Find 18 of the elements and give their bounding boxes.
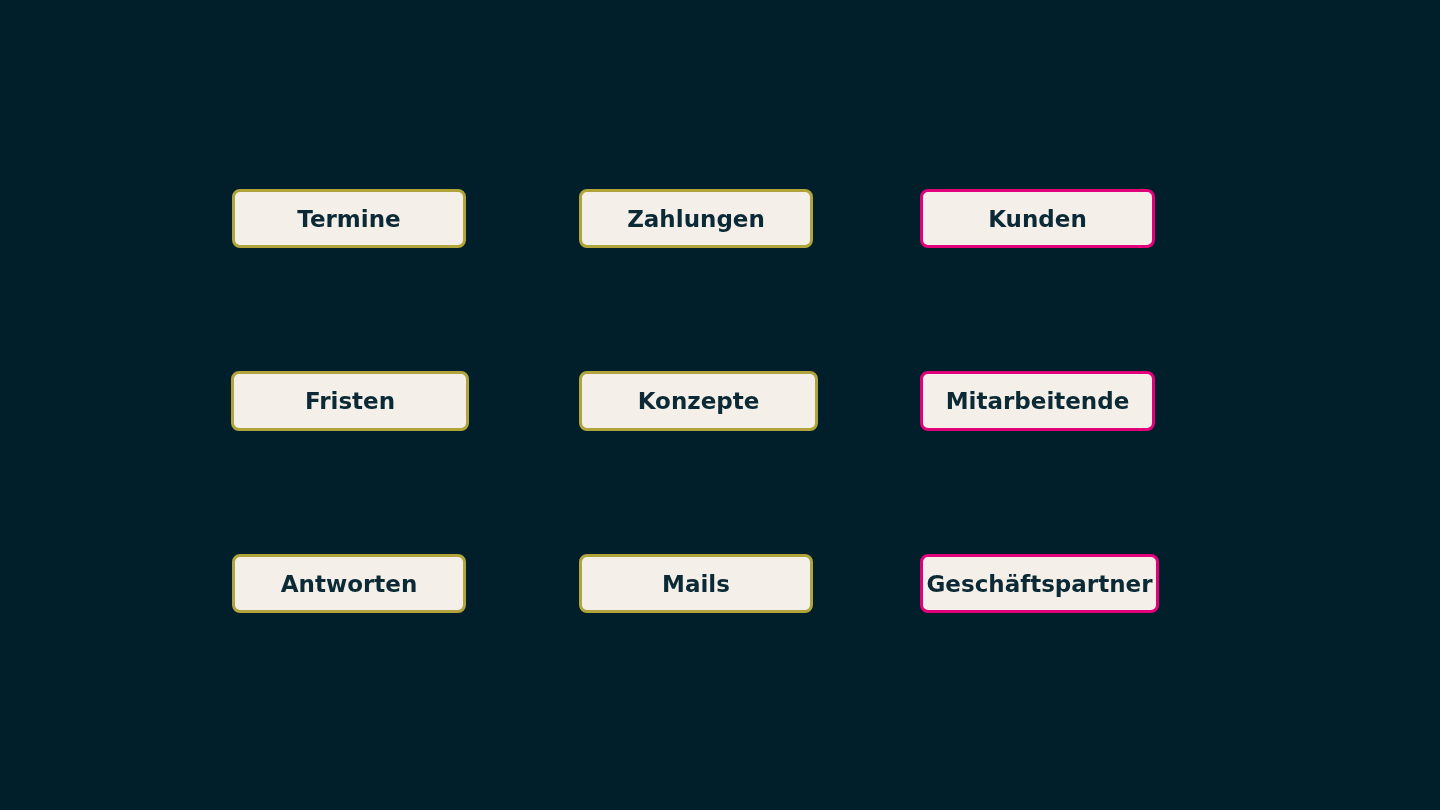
box-label: Mitarbeitende [945,388,1130,414]
label-box [579,554,813,613]
box-label: Termine [297,205,401,232]
box-label: Kunden [988,205,1087,232]
label-box [920,371,1155,431]
label-box [232,554,466,613]
box-label: Geschäftspartner [926,570,1153,597]
label-box [920,554,1159,613]
label-box [231,371,469,431]
box-label: Fristen [304,388,396,414]
box-label: Mails [662,570,730,597]
label-box [920,189,1155,248]
label-box [232,189,466,248]
box-label: Zahlungen [627,205,765,232]
label-box [579,371,818,431]
box-label: Konzepte [637,388,760,414]
box-label: Antworten [280,570,418,597]
label-box [579,189,813,248]
